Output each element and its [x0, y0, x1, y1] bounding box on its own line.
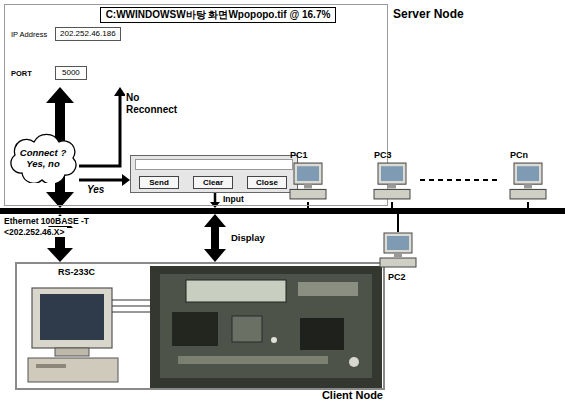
connector-label: Yes [86, 184, 105, 195]
board-connector [298, 282, 358, 296]
serial-cable [112, 299, 152, 300]
field-label: PORT [11, 69, 32, 78]
text-input-field [135, 159, 293, 170]
arrowhead [204, 214, 226, 227]
pc-icon [289, 162, 327, 200]
node-heading: Client Node [322, 389, 383, 401]
board-part [271, 337, 277, 343]
field-value: 202.252.46.186 [55, 27, 121, 41]
pc-node: PC1 [288, 150, 328, 202]
dialog-button: Close [247, 176, 287, 189]
server-node-panel: Server NodeC:WWINDOWSW바탕 화면Wpopopo.tif @… [4, 4, 388, 206]
pc-label: PCn [510, 150, 528, 160]
ip-port-panel: IP Address 202.252.46.186PORT 5000 [11, 25, 131, 87]
board-chip [232, 316, 262, 342]
serial-cable [112, 311, 152, 312]
client-node-box: Client Node [15, 262, 385, 390]
monitor-case [32, 288, 112, 348]
connector-line [79, 179, 122, 182]
more-pcs-dashes [420, 179, 500, 181]
pc-label: PC3 [374, 150, 392, 160]
connector-line [211, 227, 219, 249]
button-text: Clear [203, 178, 223, 187]
button-text: Send [149, 178, 169, 187]
pc-icon [379, 232, 417, 268]
dialog-button: Clear [193, 176, 233, 189]
field-label: IP Address [11, 30, 47, 39]
input-dialog: InputSendClearClose [130, 155, 298, 193]
connect-decision-cloud: Connect ? Yes, no [7, 133, 79, 183]
node-heading: Server Node [393, 7, 464, 21]
pc-node: PCn [508, 150, 548, 202]
arrowhead [47, 248, 73, 262]
monitor-screen [40, 294, 104, 340]
bus-name: Ethernet 100BASE -T [2, 216, 91, 226]
decision-text: Connect ? Yes, no [16, 147, 70, 169]
board-chip [300, 318, 344, 350]
node-heading: Input [223, 195, 244, 204]
monitor-stand [55, 348, 89, 356]
connector-line [79, 96, 120, 166]
board-pcb [160, 274, 372, 378]
pc-node: PC3 [372, 150, 412, 202]
connector-line [397, 214, 399, 232]
window-title: C:WWINDOWSW바탕 화면Wpopopo.tif @ 16.7% [106, 9, 331, 21]
drive-slot [36, 364, 66, 368]
arrowhead [46, 87, 74, 103]
connector-label: No Reconnect [125, 92, 187, 116]
dialog-button: Send [139, 176, 179, 189]
board-part [349, 357, 359, 367]
pc-icon [373, 162, 411, 200]
connector [204, 214, 226, 262]
pc-label: PC1 [290, 150, 308, 160]
serial-cable [112, 305, 152, 306]
field-value: 5000 [55, 66, 87, 80]
connector [398, 214, 399, 232]
pc-case [28, 358, 118, 382]
window-title-bar: C:WWINDOWSW바탕 화면Wpopopo.tif @ 16.7% [100, 7, 336, 23]
lcd-display [186, 280, 286, 302]
arrowhead [122, 174, 130, 186]
bus-address: <202.252.46.X> [2, 227, 67, 237]
connector-line [214, 193, 217, 202]
arrowhead [204, 249, 226, 262]
connector-label: Display [230, 232, 266, 243]
connector [79, 87, 126, 166]
ethernet-bus: Ethernet 100BASE -T<202.252.46.X> [0, 208, 565, 214]
pc-node: PC2 [378, 232, 418, 284]
board-chip [172, 312, 218, 346]
button-text: Close [256, 178, 278, 187]
board-header [178, 356, 328, 364]
pc-icon [509, 162, 547, 200]
pc-label: PC2 [388, 272, 406, 282]
board-photo [150, 266, 382, 388]
port-name: RS-233C [58, 267, 95, 277]
